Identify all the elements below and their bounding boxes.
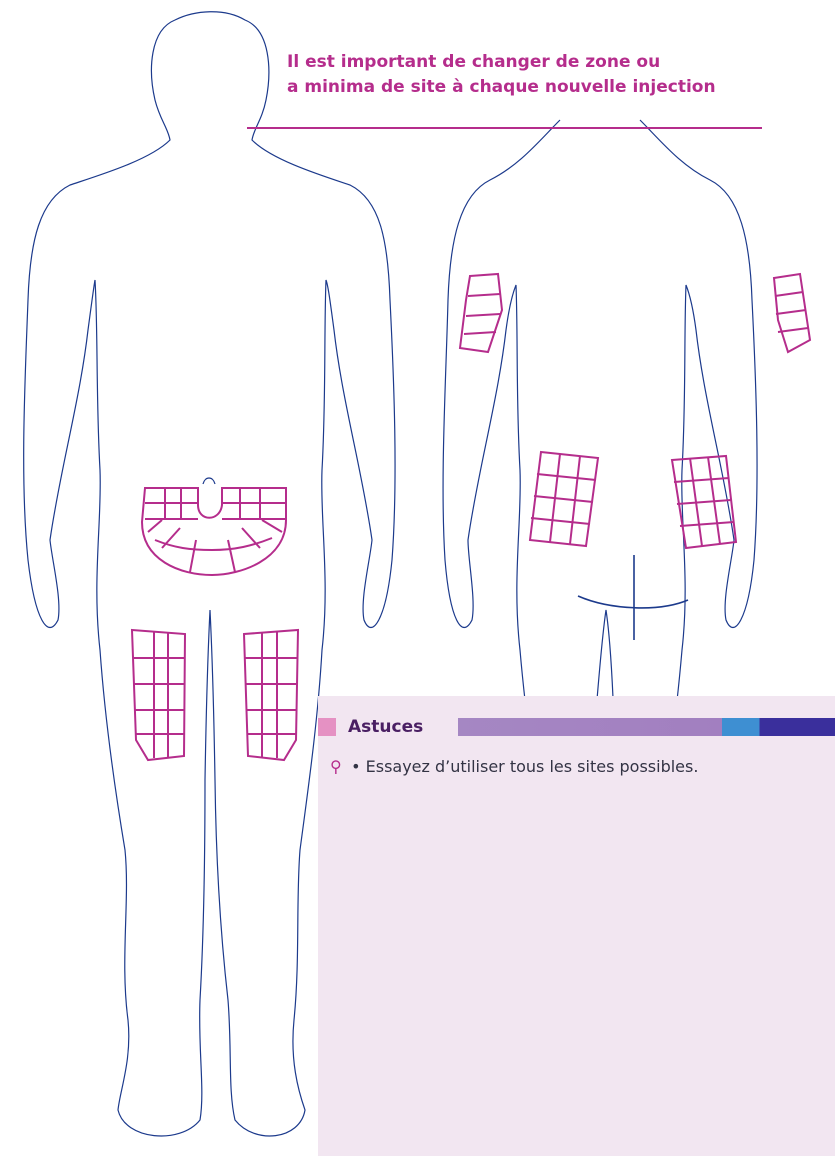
tip-bullet: • bbox=[351, 757, 360, 776]
navel bbox=[203, 478, 215, 484]
tips-square-marker bbox=[318, 718, 336, 736]
abdomen-zone bbox=[142, 488, 286, 575]
pin-icon: ⚲ bbox=[330, 756, 346, 778]
tips-header: Astuces bbox=[318, 714, 835, 740]
gluteal-line bbox=[578, 596, 688, 608]
tip-text: Essayez d’utiliser tous les sites possib… bbox=[366, 757, 699, 776]
left-arm-zone bbox=[460, 274, 502, 352]
tips-color-stripe bbox=[458, 718, 835, 736]
left-thigh-zone bbox=[132, 630, 185, 760]
heading-line-1: Il est important de changer de zone ou bbox=[287, 50, 807, 75]
heading-line-2: a minima de site à chaque nouvelle injec… bbox=[287, 75, 807, 100]
tips-title: Astuces bbox=[348, 714, 423, 740]
right-thigh-zone bbox=[244, 630, 298, 760]
tip-item: ⚲ • Essayez d’utiliser tous les sites po… bbox=[330, 756, 698, 778]
tips-panel: Astuces ⚲ • Essayez d’utiliser tous les … bbox=[318, 696, 835, 1156]
page-heading: Il est important de changer de zone ou a… bbox=[287, 50, 807, 100]
left-buttock-zone bbox=[530, 452, 598, 546]
right-arm-zone bbox=[774, 274, 810, 352]
